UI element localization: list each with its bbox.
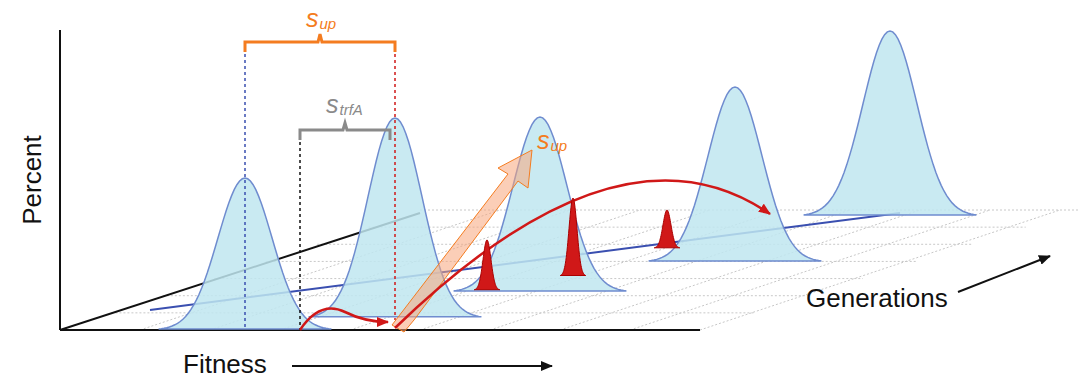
selection-coefficient: strfA bbox=[326, 92, 363, 117]
axis-title: Fitness bbox=[183, 351, 267, 377]
mutant-peak bbox=[560, 198, 586, 276]
fitness-distribution bbox=[804, 31, 977, 215]
grid-line bbox=[630, 210, 990, 330]
grid-line bbox=[60, 330, 700, 331]
fitness-distribution bbox=[649, 87, 822, 261]
mutant-peak bbox=[474, 240, 500, 290]
selection-coefficient: sup bbox=[306, 6, 336, 31]
axis-title: Generations bbox=[806, 285, 948, 311]
fitness-distribution bbox=[454, 117, 627, 291]
selection-coefficient: sup bbox=[537, 128, 567, 153]
mutant-peak bbox=[654, 210, 680, 248]
axis-title: Percent bbox=[19, 135, 45, 225]
